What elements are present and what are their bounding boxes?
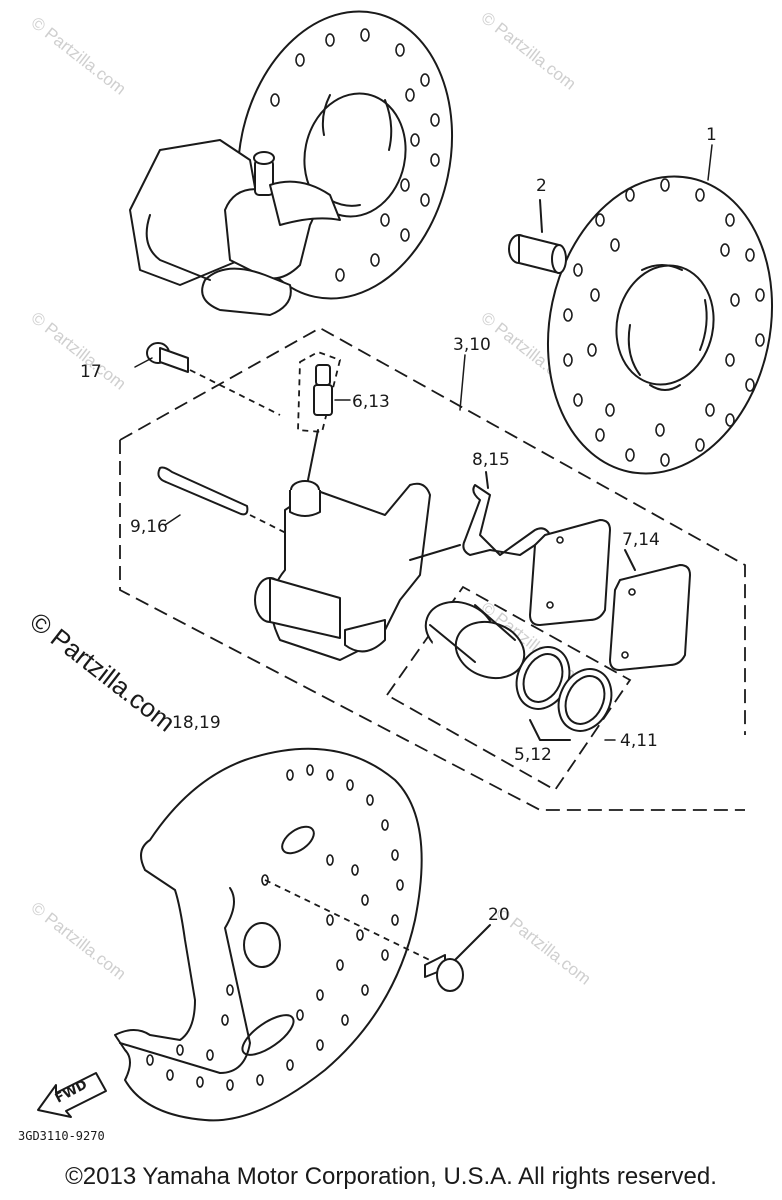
partzilla-watermark: © Partzilla.com: [24, 606, 181, 738]
part-5-12-seals: [515, 646, 613, 741]
label-part-2: 2: [536, 176, 547, 196]
part-6-13-bleed-screw: [297, 351, 342, 481]
part-17-bolt: [146, 342, 281, 416]
label-part-20: 20: [488, 905, 510, 925]
part-7-14-brake-pads: [529, 519, 691, 671]
part-9-16-pin: [157, 466, 301, 541]
watermark-3: © Partzilla.com: [28, 308, 130, 394]
label-part-1: 1: [706, 125, 717, 145]
part-4-11-piston: [424, 600, 526, 685]
assembled-caliper-illustration: [129, 10, 454, 316]
label-part-5-12: 5,12: [514, 745, 552, 765]
label-part-18-19: 18,19: [172, 713, 221, 733]
watermark-1: © Partzilla.com: [28, 13, 130, 99]
watermark-2: © Partzilla.com: [478, 8, 580, 94]
label-part-3-10: 3,10: [453, 335, 491, 355]
part-1-brake-disc: [546, 175, 774, 475]
part-2-bolt: [508, 199, 567, 274]
part-labels: 1 2 3,10 6,13 17 8,15 9,16 7,14 18,19 5,…: [80, 125, 717, 925]
diagram-code: 3GD3110-9270: [18, 1129, 105, 1143]
part-20-screw: [424, 924, 491, 992]
label-part-8-15: 8,15: [472, 450, 510, 470]
label-part-7-14: 7,14: [622, 530, 660, 550]
part-18-19-disc-guard: [114, 747, 441, 1122]
label-part-17: 17: [80, 362, 102, 382]
caliper-body: [254, 480, 461, 661]
leader-lines: [134, 144, 713, 741]
label-part-6-13: 6,13: [352, 392, 390, 412]
watermark-6: © Partzilla.com: [28, 898, 130, 984]
forward-direction-arrow: FWD: [37, 1072, 107, 1118]
copyright-notice: ©2013 Yamaha Motor Corporation, U.S.A. A…: [65, 1163, 717, 1190]
label-part-9-16: 9,16: [130, 517, 168, 537]
label-part-4-11: 4,11: [620, 731, 658, 751]
part-8-15-pad-spring: [462, 471, 551, 556]
